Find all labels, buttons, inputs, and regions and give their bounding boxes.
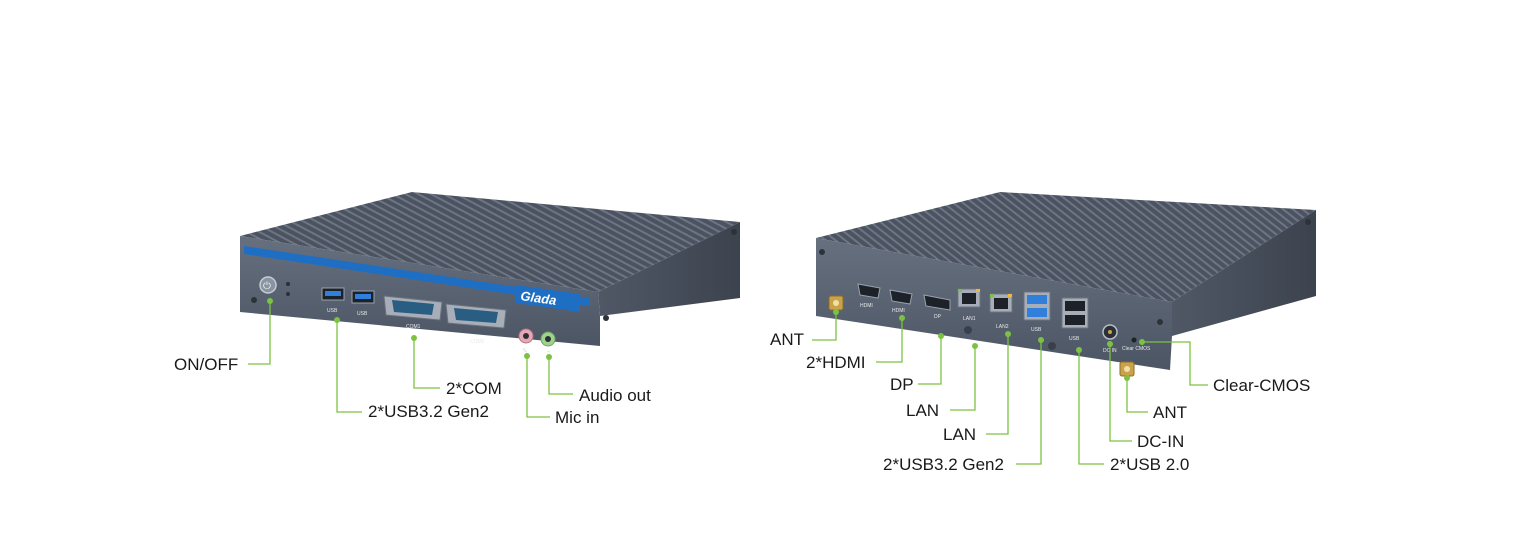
brand-badge bbox=[516, 285, 580, 312]
rear-right-side bbox=[1172, 210, 1316, 336]
antenna-connector-right[interactable] bbox=[1119, 361, 1135, 377]
callout-ant-right: ANT bbox=[1153, 403, 1187, 422]
front-device: Glada ⏻ USB USB COM1 COM2 bbox=[240, 192, 740, 358]
hdd-led bbox=[286, 292, 290, 296]
com-port-2[interactable] bbox=[445, 303, 507, 329]
lan-label-1: LAN1 bbox=[963, 316, 976, 322]
callout-mic-in: Mic in bbox=[555, 408, 599, 427]
front-usb-port-1[interactable] bbox=[321, 287, 345, 301]
com-label-1: COM1 bbox=[406, 324, 421, 330]
lan-label-2: LAN2 bbox=[996, 324, 1009, 330]
hdmi-label-1: HDMI bbox=[860, 303, 873, 309]
callout-2-usb32-gen2: 2*USB3.2 Gen2 bbox=[368, 402, 489, 421]
front-right-side bbox=[598, 222, 740, 316]
brand-stripe bbox=[244, 246, 590, 306]
callout-2-usb20: 2*USB 2.0 bbox=[1110, 455, 1189, 474]
brand-logo: Glada bbox=[520, 288, 558, 308]
rear-device: HDMI HDMI DP LAN1 LAN2 bbox=[816, 192, 1316, 377]
hdmi-port-2[interactable] bbox=[889, 289, 913, 305]
rear-heatsink bbox=[816, 192, 1316, 302]
power-button[interactable] bbox=[259, 276, 277, 294]
callout-lan-2: LAN bbox=[943, 425, 976, 444]
callout-on-off: ON/OFF bbox=[174, 355, 238, 374]
hdmi-port-1[interactable] bbox=[857, 283, 881, 299]
lan-port-1[interactable] bbox=[957, 288, 981, 308]
rear-usb32-ports[interactable] bbox=[1023, 291, 1051, 321]
hdmi-label-2: HDMI bbox=[892, 308, 905, 314]
callout-audio-out: Audio out bbox=[579, 386, 651, 405]
rear-usb20-ports[interactable] bbox=[1061, 297, 1089, 329]
lan-port-2[interactable] bbox=[989, 293, 1013, 313]
com-port-1[interactable] bbox=[383, 295, 443, 321]
com-label-2: COM2 bbox=[470, 339, 485, 345]
mic-icon: ✎ bbox=[522, 347, 528, 355]
headphone-icon: ♫ bbox=[545, 350, 551, 358]
front-usb-port-2[interactable] bbox=[351, 290, 375, 304]
callout-lan-1: LAN bbox=[906, 401, 939, 420]
callout-dc-in: DC-IN bbox=[1137, 432, 1184, 451]
rear-callouts: ANT 2*HDMI DP LAN LAN 2*USB3.2 Gen2 2*US… bbox=[770, 309, 1310, 474]
power-icon: ⏻ bbox=[263, 281, 271, 292]
callout-2-usb32-gen2-rear: 2*USB3.2 Gen2 bbox=[883, 455, 1004, 474]
dp-port[interactable] bbox=[923, 294, 951, 311]
callout-2-hdmi: 2*HDMI bbox=[806, 353, 866, 372]
front-usb-label-2: USB bbox=[357, 311, 368, 317]
callout-clear-cmos: Clear-CMOS bbox=[1213, 376, 1310, 395]
power-led bbox=[286, 282, 290, 286]
callout-ant-left: ANT bbox=[770, 330, 804, 349]
callout-dp: DP bbox=[890, 375, 914, 394]
antenna-connector-left[interactable] bbox=[828, 295, 844, 311]
rear-usb20-label: USB bbox=[1069, 336, 1080, 342]
front-heatsink bbox=[240, 192, 740, 292]
clear-cmos-button[interactable] bbox=[1131, 337, 1137, 343]
callout-2-com: 2*COM bbox=[446, 379, 502, 398]
front-callouts: ON/OFF 2*COM 2*USB3.2 Gen2 Audio out Mic… bbox=[174, 298, 651, 427]
clear-cmos-label: Clear CMOS bbox=[1122, 346, 1151, 352]
dp-label: DP bbox=[934, 314, 942, 320]
front-usb-label-1: USB bbox=[327, 308, 338, 314]
rear-usb32-label: USB bbox=[1031, 327, 1042, 333]
